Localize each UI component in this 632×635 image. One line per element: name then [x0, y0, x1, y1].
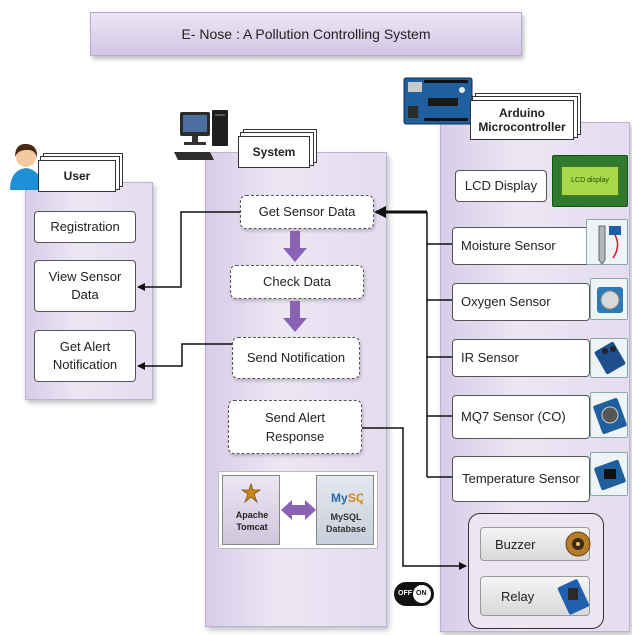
oxygen-sensor-box: Oxygen Sensor	[452, 283, 590, 321]
lcd-screen: LCD display	[561, 166, 619, 196]
switch-on-label: ON	[416, 590, 427, 597]
temperature-sensor-box: Temperature Sensor	[452, 456, 590, 502]
check-data-step: Check Data	[230, 265, 364, 299]
registration-box: Registration	[34, 211, 136, 243]
send-notification-step: Send Notification	[232, 337, 360, 379]
oxygen-sensor-icon	[590, 278, 628, 320]
computer-icon	[172, 108, 234, 164]
switch-off-label: OFF	[398, 590, 412, 597]
user-header: User	[38, 160, 116, 192]
mysql-icon: My SQ	[329, 484, 365, 508]
system-header: System	[238, 136, 310, 168]
mysql-database-label: MySQL Database	[325, 512, 367, 534]
arduino-board-icon	[402, 74, 474, 128]
tomcat-icon	[239, 482, 263, 504]
svg-text:SQ: SQ	[348, 491, 363, 505]
moisture-sensor-box: Moisture Sensor	[452, 227, 590, 265]
temperature-sensor-icon	[590, 452, 628, 496]
svg-text:My: My	[331, 491, 348, 505]
get-sensor-data-step: Get Sensor Data	[240, 195, 374, 229]
apache-tomcat-box: Apache Tomcat	[222, 475, 280, 545]
mysql-database-box: My SQ MySQL Database	[316, 475, 374, 545]
get-alert-notification-box: Get Alert Notification	[34, 330, 136, 382]
apache-tomcat-label: Apache Tomcat	[235, 510, 269, 532]
moisture-sensor-icon	[586, 219, 628, 265]
relay-icon	[556, 574, 590, 618]
view-sensor-data-box: View Sensor Data	[34, 260, 136, 312]
user-icon	[6, 140, 46, 190]
ir-sensor-icon	[590, 338, 628, 378]
arduino-header: Arduino Microcontroller	[470, 100, 574, 140]
buzzer-icon	[564, 529, 592, 559]
page-title: E- Nose : A Pollution Controlling System	[90, 12, 522, 56]
lcd-display-box: LCD Display	[455, 170, 547, 202]
lcd-module-icon: LCD display	[552, 155, 628, 207]
send-alert-response-step: Send Alert Response	[228, 400, 362, 454]
switch-on-knob	[413, 585, 431, 603]
mq7-sensor-box: MQ7 Sensor (CO)	[452, 395, 590, 439]
ir-sensor-box: IR Sensor	[452, 339, 590, 377]
mq7-sensor-icon	[590, 392, 628, 438]
